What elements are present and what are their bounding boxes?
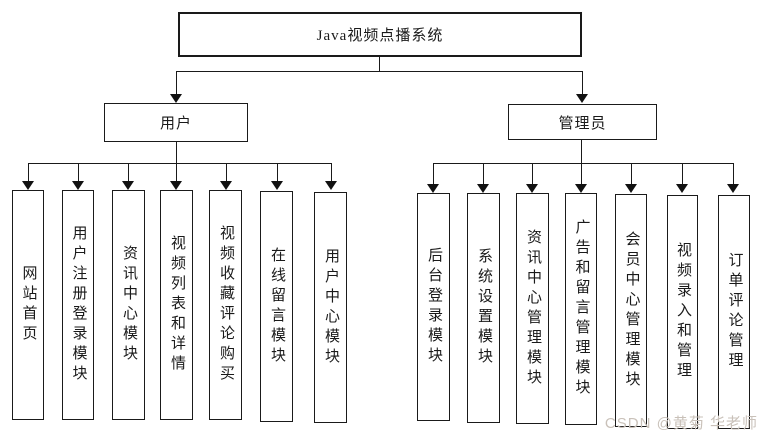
arrow-down-icon: [477, 184, 489, 193]
connector-line: [581, 163, 582, 185]
leaf-system-settings: 系统设置模块: [467, 193, 500, 423]
arrow-down-icon: [72, 181, 84, 190]
arrow-down-icon: [575, 184, 587, 193]
arrow-down-icon: [427, 184, 439, 193]
leaf-label: 视频录入和管理: [675, 242, 691, 382]
leaf-online-message: 在线留言模块: [260, 191, 293, 422]
leaf-backend-login: 后台登录模块: [417, 193, 450, 421]
connector-line: [28, 163, 29, 183]
leaf-label: 用户注册登录模块: [70, 225, 87, 385]
connector-line: [78, 163, 79, 183]
leaf-user-center: 用户中心模块: [314, 192, 347, 423]
arrow-down-icon: [576, 94, 588, 103]
connector-line: [176, 71, 177, 95]
leaf-site-home: 网站首页: [12, 190, 44, 420]
arrow-down-icon: [727, 184, 739, 193]
user-label: 用户: [159, 116, 192, 132]
leaf-label: 视频列表和详情: [169, 235, 185, 375]
connector-line: [483, 163, 484, 185]
leaf-label: 网站首页: [20, 265, 37, 345]
leaf-label: 会员中心管理模块: [623, 230, 640, 391]
leaf-label: 用户中心模块: [323, 247, 339, 368]
connector-line: [733, 163, 734, 185]
connector-line: [277, 163, 278, 183]
leaf-user-register-login: 用户注册登录模块: [62, 190, 94, 420]
connector-line: [226, 163, 227, 183]
root-label: Java视频点播系统: [316, 28, 444, 44]
arrow-down-icon: [271, 181, 283, 190]
leaf-member-center-management: 会员中心管理模块: [615, 194, 647, 427]
connector-line: [379, 57, 380, 72]
leaf-label: 在线留言模块: [269, 246, 285, 367]
arrow-down-icon: [676, 184, 688, 193]
arrow-down-icon: [526, 184, 538, 193]
arrow-down-icon: [22, 181, 34, 190]
connector-line: [331, 163, 332, 183]
leaf-label: 资讯中心模块: [121, 245, 137, 365]
connector-line: [176, 163, 177, 183]
connector-line: [176, 71, 583, 72]
leaf-label: 订单评论管理: [726, 252, 743, 372]
arrow-down-icon: [170, 181, 182, 190]
connector-line: [176, 142, 177, 164]
connector-line: [581, 140, 582, 164]
leaf-news-center: 资讯中心模块: [112, 190, 145, 420]
node-root: Java视频点播系统: [178, 12, 582, 57]
leaf-order-comment-management: 订单评论管理: [718, 195, 750, 429]
node-user: 用户: [104, 103, 248, 142]
arrow-down-icon: [325, 181, 337, 190]
leaf-video-entry-management: 视频录入和管理: [667, 195, 698, 429]
connector-line: [631, 163, 632, 185]
csdn-watermark: CSDN @黄菊 华老师: [604, 415, 758, 432]
leaf-video-favorite-comment-buy: 视频收藏评论购买: [209, 190, 242, 420]
leaf-label: 后台登录模块: [426, 247, 442, 367]
leaf-label: 资讯中心管理模块: [525, 228, 541, 389]
connector-line: [582, 71, 583, 95]
connector-line: [28, 163, 332, 164]
connector-line: [433, 163, 734, 164]
connector-line: [682, 163, 683, 185]
admin-label: 管理员: [558, 115, 607, 132]
leaf-label: 广告和留言管理模块: [573, 219, 590, 399]
leaf-video-list-detail: 视频列表和详情: [160, 190, 193, 420]
connector-line: [433, 163, 434, 185]
leaf-ad-message-management: 广告和留言管理模块: [565, 193, 597, 425]
arrow-down-icon: [625, 184, 637, 193]
leaf-news-center-management: 资讯中心管理模块: [516, 193, 549, 424]
arrow-down-icon: [122, 181, 134, 190]
node-admin: 管理员: [508, 104, 657, 140]
arrow-down-icon: [170, 94, 182, 103]
leaf-label: 视频收藏评论购买: [218, 225, 234, 385]
arrow-down-icon: [220, 181, 232, 190]
connector-line: [532, 163, 533, 185]
connector-line: [128, 163, 129, 183]
leaf-label: 系统设置模块: [476, 248, 492, 368]
